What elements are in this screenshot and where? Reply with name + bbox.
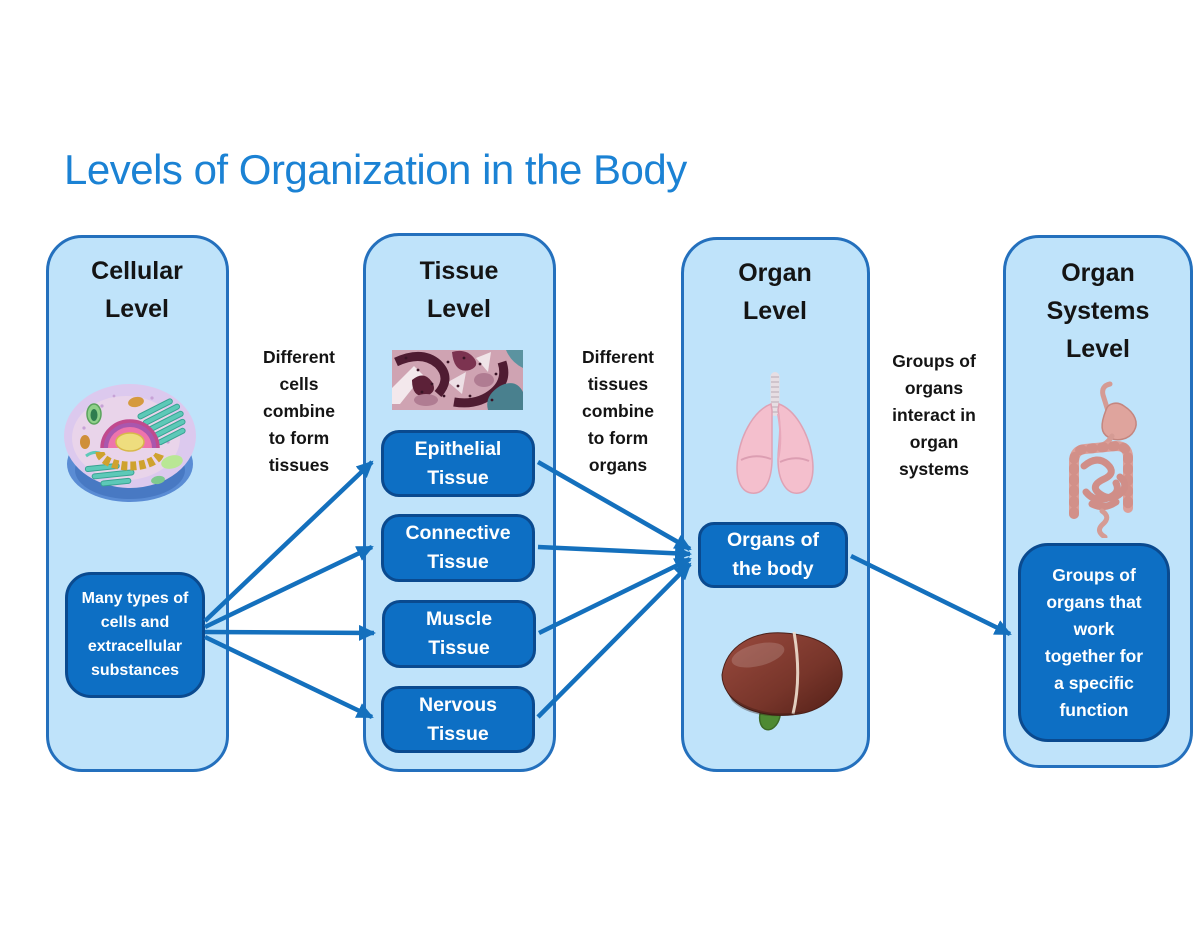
organ-systems-level-header: Organ Systems Level: [1046, 259, 1150, 363]
animal-cell-image: [64, 384, 196, 502]
arrow-cells-to-nervous: [204, 634, 374, 720]
lungs-image: [736, 372, 814, 494]
organ-systems-description-box: Groups of organs that work together for …: [1018, 543, 1170, 742]
arrow-cells-to-muscle: [204, 624, 376, 641]
arrow-nervous-to-organs: [536, 562, 692, 719]
connector-label-tissues-to-organs: Different tissues combine to form organs: [582, 347, 654, 475]
tissue-level-header: Tissue Level: [419, 257, 499, 323]
epithelial-tissue-box: Epithelial Tissue: [381, 430, 535, 497]
arrow-organs-to-systems: [850, 553, 1012, 637]
digestive-system-image: [1069, 381, 1137, 538]
connector-label-cells-to-tissues: Different cells combine to form tissues: [263, 347, 335, 475]
column-tissue-level: [363, 233, 556, 772]
organ-level-header: Organ Level: [738, 259, 812, 325]
arrow-cells-to-connective: [204, 544, 374, 630]
connector-label-organs-to-systems: Groups of organs interact in organ syste…: [892, 351, 976, 479]
cellular-level-header: Cellular Level: [91, 257, 183, 323]
arrow-connective-to-organs: [537, 544, 692, 562]
muscle-tissue-box: Muscle Tissue: [382, 600, 536, 668]
arrow-muscle-to-organs: [538, 556, 692, 636]
tissue-micrograph-image: [392, 350, 523, 410]
liver-image: [721, 631, 843, 731]
slide-title: Levels of Organization in the Body: [64, 146, 687, 193]
cellular-description-box: Many types of cells and extracellular su…: [65, 572, 205, 698]
nervous-tissue-box: Nervous Tissue: [381, 686, 535, 753]
arrow-cells-to-epithelial: [203, 460, 374, 623]
organs-of-the-body-box: Organs of the body: [698, 522, 848, 588]
connective-tissue-box: Connective Tissue: [381, 514, 535, 582]
